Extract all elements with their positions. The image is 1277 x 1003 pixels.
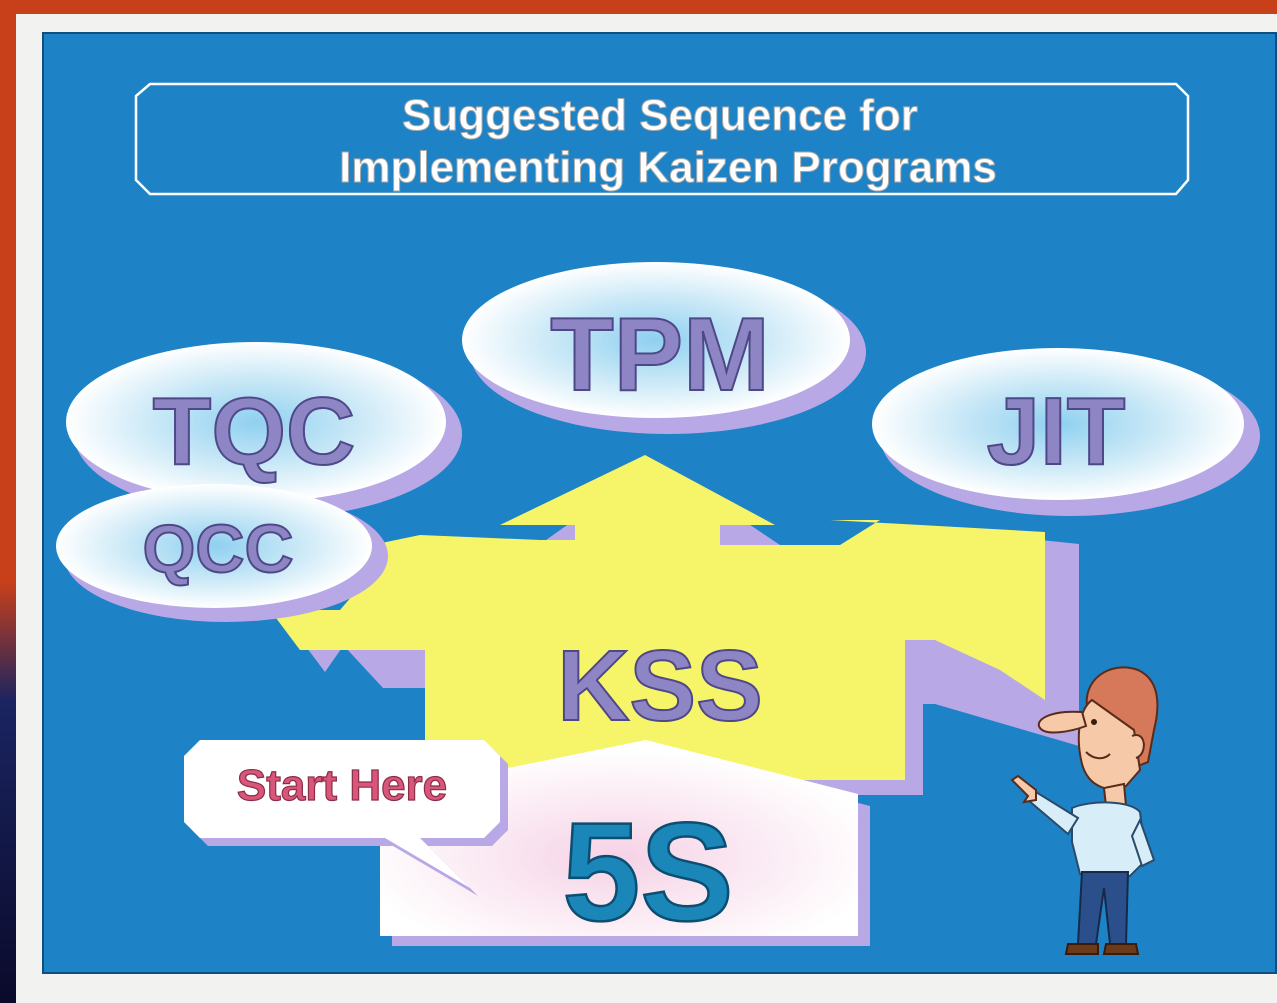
pointing-man-figure — [1010, 666, 1159, 955]
start-here-label: Start Here — [237, 761, 447, 810]
start-here-bubble — [184, 740, 508, 896]
cloud-jit — [872, 348, 1260, 516]
title-line-2: Implementing Kaizen Programs — [339, 143, 997, 192]
title-box: Suggested Sequence for Implementing Kaiz… — [134, 82, 1190, 196]
tpm-label: TPM — [550, 297, 770, 413]
cloud-tqc — [66, 342, 462, 518]
cloud-tpm — [462, 262, 866, 434]
five-s-label: 5S — [562, 793, 733, 950]
jit-label: JIT — [987, 378, 1126, 485]
kss-arrow — [270, 455, 1045, 780]
left-edge-strip — [0, 0, 16, 1003]
tqc-label: TQC — [153, 378, 356, 485]
cloud-qcc — [56, 484, 388, 622]
qcc-label: QCC — [142, 511, 293, 587]
kss-label: KSS — [557, 630, 763, 742]
title-line-1: Suggested Sequence for — [402, 91, 918, 140]
